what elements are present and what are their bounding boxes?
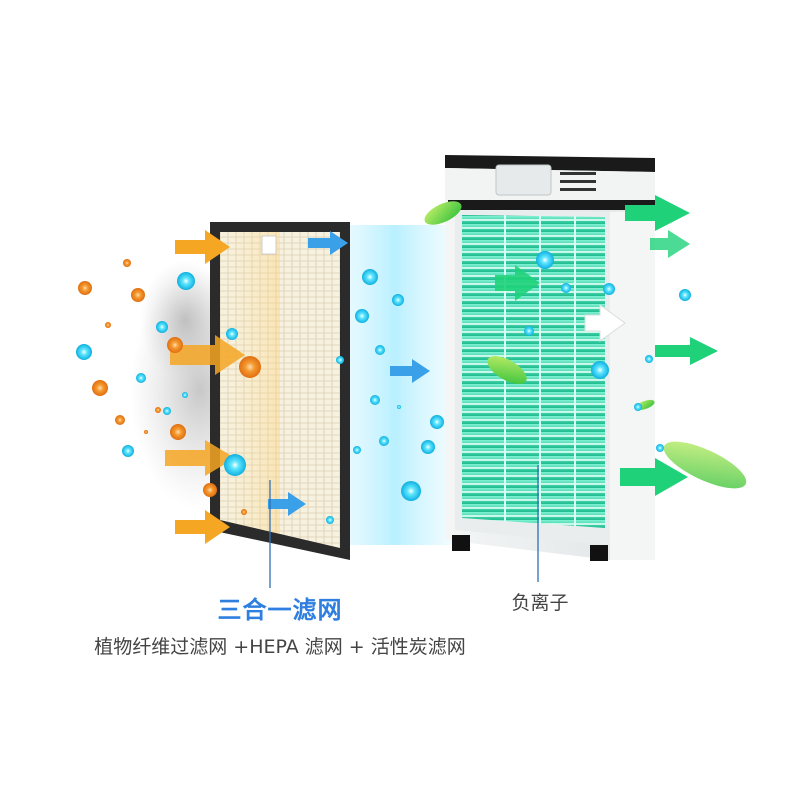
filter-title: 三合一滤网 xyxy=(217,596,343,624)
cyan-particles xyxy=(76,251,691,524)
orange-particles xyxy=(78,259,261,515)
filter-subtitle: 植物纤维过滤网 +HEPA 滤网 + 活性炭滤网 xyxy=(94,636,466,658)
orange-arrows xyxy=(165,230,245,544)
blue-arrows xyxy=(268,231,430,516)
air-glow-beam xyxy=(330,225,460,545)
negative-ion-label: 负离子 xyxy=(511,592,569,614)
air-purifier xyxy=(445,155,655,561)
white-arrow xyxy=(584,304,626,342)
leaves xyxy=(424,201,747,489)
three-in-one-filter xyxy=(210,222,350,560)
green-arrows xyxy=(495,195,718,496)
